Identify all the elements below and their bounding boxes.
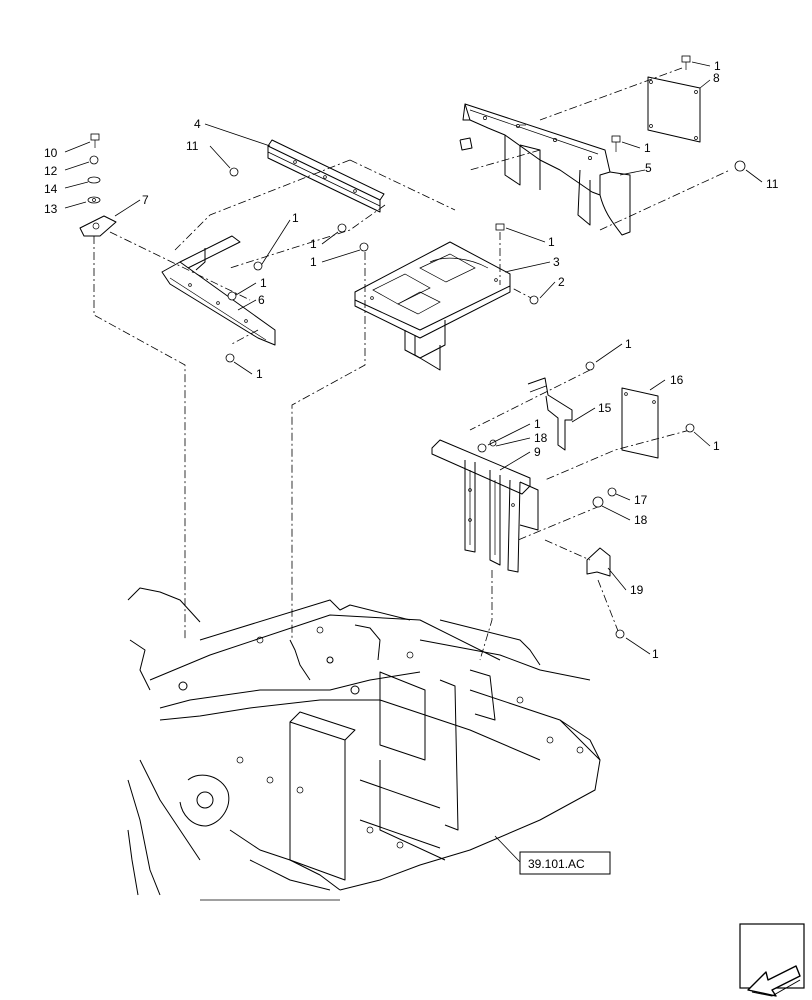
part-9-frame: [431, 439, 539, 573]
washer-icon: [592, 496, 604, 508]
part-19-block: [586, 547, 611, 577]
callout-labels: 1 8 1 5 11 4 11 10 12 14 13 7 1 1 1 1 3 …: [44, 59, 779, 661]
callout-17: 17: [634, 493, 648, 507]
callout-1: 1: [625, 337, 632, 351]
part-7-clip: [79, 215, 117, 237]
bolt-icon: [611, 135, 621, 152]
callout-1: 1: [534, 417, 541, 431]
callout-10: 10: [44, 146, 58, 160]
washer-icon: [87, 196, 101, 204]
callout-1: 1: [310, 255, 317, 269]
callout-3: 3: [553, 255, 560, 269]
callout-2: 2: [558, 275, 565, 289]
callout-16: 16: [670, 373, 684, 387]
callout-1: 1: [548, 235, 555, 249]
bolt-icon: [495, 223, 505, 231]
callout-15: 15: [598, 401, 612, 415]
callout-12: 12: [44, 164, 58, 178]
part-4-rail: [267, 139, 385, 213]
callout-9: 9: [534, 445, 541, 459]
bolt-icon: [225, 353, 235, 363]
callout-8: 8: [713, 71, 720, 85]
reference-chassis-assembly: [127, 587, 601, 901]
callout-1: 1: [292, 211, 299, 225]
arrow-icon[interactable]: [739, 923, 805, 997]
bolt-icon: [253, 261, 263, 271]
part-16-cover: [621, 387, 659, 459]
callout-1: 1: [714, 59, 721, 73]
bolt-icon: [615, 629, 625, 639]
callout-11: 11: [766, 177, 779, 191]
bolt-icon: [227, 291, 237, 301]
part-15-bracket: [527, 377, 573, 451]
bolt-icon: [359, 242, 369, 252]
callout-1: 1: [713, 439, 720, 453]
nut-icon: [89, 155, 99, 165]
callout-13: 13: [44, 202, 58, 216]
callout-7: 7: [142, 193, 149, 207]
callout-18: 18: [534, 431, 548, 445]
callout-1: 1: [652, 647, 659, 661]
bolt-icon: [685, 423, 695, 433]
leader-lines: [64, 61, 763, 863]
part-3-platform: [354, 241, 511, 371]
callout-14: 14: [44, 182, 58, 196]
bolt-icon: [477, 443, 487, 453]
reference-label[interactable]: 39.101.AC: [528, 857, 585, 871]
callout-4: 4: [194, 117, 201, 131]
callout-6: 6: [258, 293, 265, 307]
part-5-bracket: [459, 103, 631, 236]
callout-1: 1: [310, 237, 317, 251]
callout-19: 19: [630, 583, 644, 597]
part-8-cover-plate: [647, 76, 701, 143]
bolt-icon: [529, 295, 539, 305]
bolt-icon: [681, 55, 691, 70]
washer-icon: [489, 439, 497, 447]
part-6-frame: [161, 235, 276, 346]
bolt-icon: [229, 167, 239, 177]
callout-11: 11: [186, 139, 199, 153]
bolt-icon: [607, 487, 617, 497]
bolt-icon: [90, 133, 100, 148]
washer-icon: [87, 176, 101, 184]
callout-1: 1: [260, 276, 267, 290]
alignment-lines: [93, 67, 731, 661]
callout-1: 1: [256, 367, 263, 381]
bolt-icon: [337, 223, 347, 233]
bolt-icon: [734, 160, 746, 172]
callout-1: 1: [644, 141, 651, 155]
callout-5: 5: [645, 161, 652, 175]
fasteners: [87, 55, 746, 639]
callout-18: 18: [634, 513, 648, 527]
reference-link[interactable]: 39.101.AC: [519, 851, 611, 875]
bolt-icon: [585, 361, 595, 371]
